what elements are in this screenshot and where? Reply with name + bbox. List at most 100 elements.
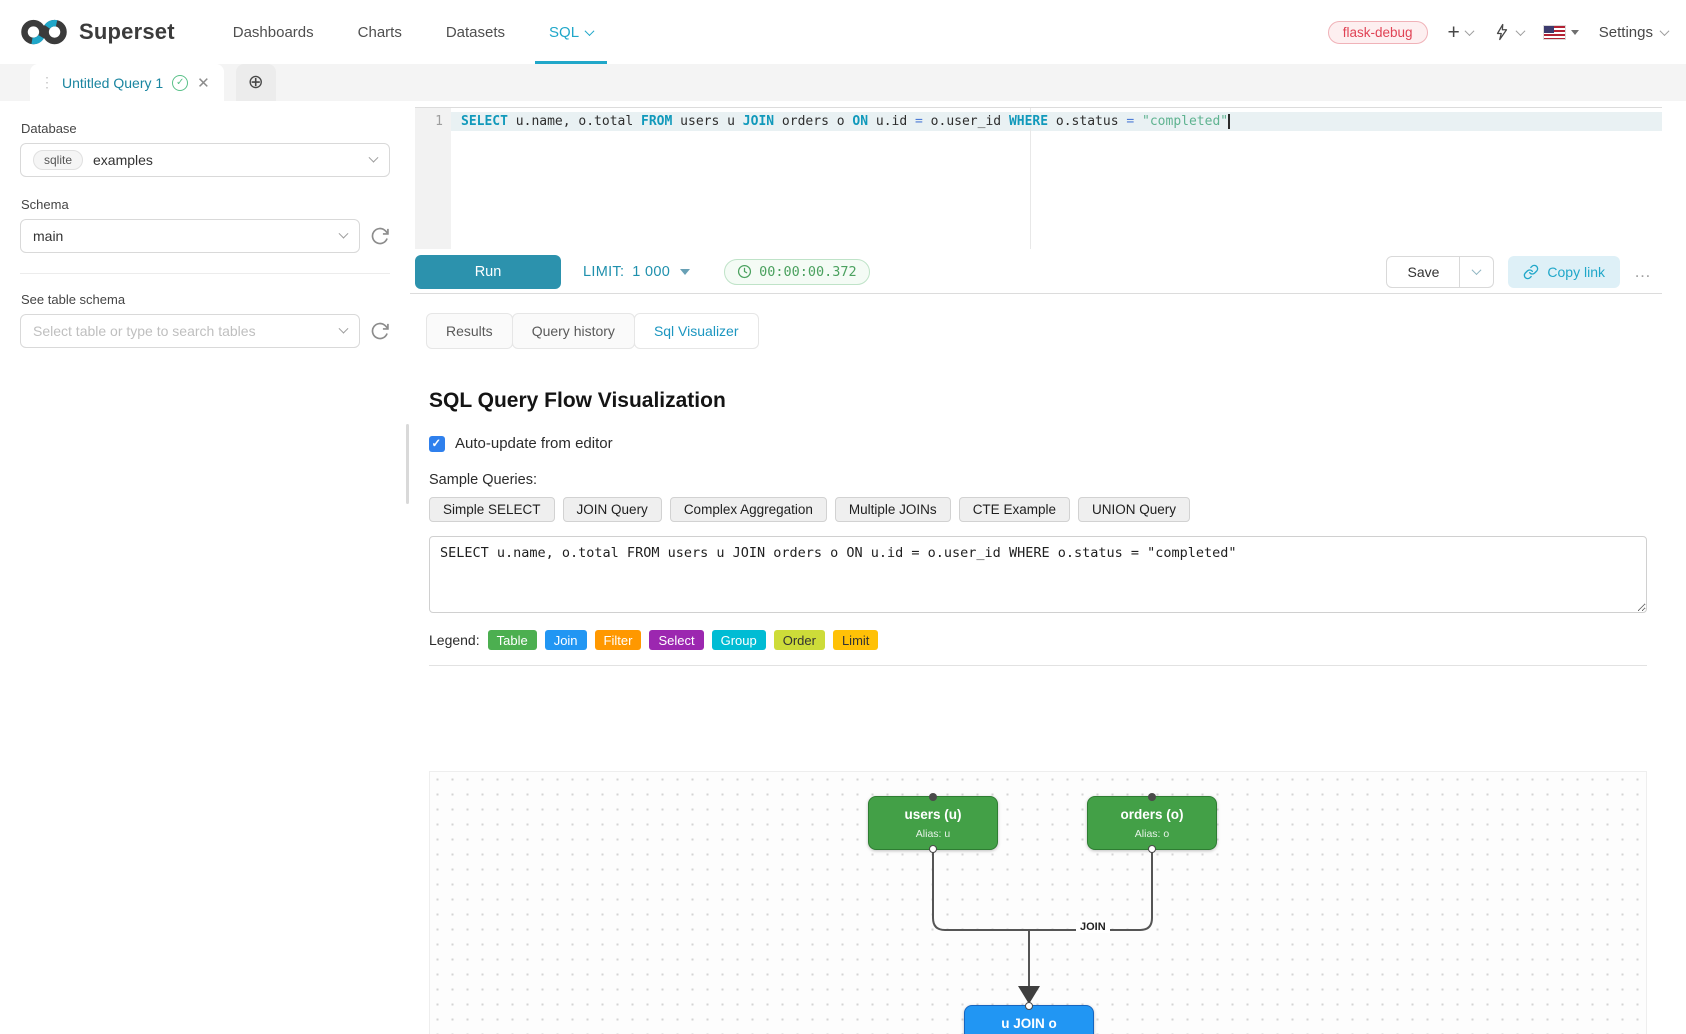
- chevron-down-icon: [1464, 25, 1475, 36]
- table-select[interactable]: Select table or type to search tables: [20, 314, 360, 348]
- nav-item-label: Datasets: [445, 23, 506, 41]
- schema-select[interactable]: main: [20, 219, 360, 253]
- section-divider: [429, 665, 1647, 666]
- tab-sql-visualizer[interactable]: Sql Visualizer: [633, 313, 759, 349]
- tab-results[interactable]: Results: [426, 313, 513, 349]
- nav-item-charts[interactable]: Charts: [344, 0, 416, 64]
- node-handle[interactable]: [1025, 1002, 1033, 1010]
- nav-item-sql[interactable]: SQL: [535, 0, 608, 64]
- chevron-down-icon: [338, 228, 349, 239]
- table-schema-label: See table schema: [21, 292, 126, 307]
- node-handle[interactable]: [1148, 793, 1156, 801]
- database-value: examples: [93, 152, 153, 168]
- schema-label: Schema: [21, 197, 69, 212]
- sql-visualizer-panel: SQL Query Flow Visualization Auto-update…: [410, 389, 1686, 1034]
- run-button[interactable]: Run: [415, 254, 561, 289]
- lightning-icon: [1496, 23, 1507, 41]
- settings-label: Settings: [1598, 23, 1653, 41]
- nav-item-label: SQL: [549, 23, 580, 41]
- limit-dropdown[interactable]: LIMIT: 1 000: [583, 264, 691, 280]
- timer-value: 00:00:00.372: [759, 263, 857, 280]
- navbar: Superset Dashboards Charts Datasets SQL fla…: [0, 0, 1686, 64]
- database-engine-badge: sqlite: [33, 150, 84, 170]
- drag-handle-icon[interactable]: ⋮: [40, 74, 54, 90]
- node-handle[interactable]: [1148, 845, 1156, 853]
- nav-item-datasets[interactable]: Datasets: [432, 0, 519, 64]
- sample-query-button-join-query[interactable]: JOIN Query: [562, 497, 662, 522]
- superset-logo-icon: [21, 19, 67, 45]
- pane-divider: [410, 293, 1662, 294]
- copy-link-button[interactable]: Copy link: [1508, 255, 1620, 288]
- legend-badge-order: Order: [773, 630, 825, 650]
- flow-node-orders[interactable]: orders (o) Alias: o: [1087, 793, 1217, 853]
- table-select-placeholder: Select table or type to search tables: [33, 323, 256, 339]
- query-timer: 00:00:00.372: [724, 258, 870, 285]
- navbar-right: flask-debug + Settings: [1327, 20, 1670, 44]
- chevron-down-icon: [1471, 265, 1482, 276]
- node-subtitle: Alias: u: [915, 828, 951, 840]
- editor-print-margin: [1030, 108, 1031, 249]
- add-query-tab-button[interactable]: ⊕: [235, 64, 276, 101]
- query-search-menu[interactable]: [1493, 23, 1526, 41]
- copy-link-label: Copy link: [1547, 263, 1605, 280]
- auto-update-label: Auto-update from editor: [455, 435, 613, 452]
- sql-input-textarea[interactable]: [429, 536, 1647, 613]
- superset-logo[interactable]: Superset: [18, 17, 175, 47]
- chevron-down-icon: [1515, 25, 1526, 36]
- environment-tag: flask-debug: [1327, 20, 1428, 44]
- caret-down-icon: [680, 268, 691, 275]
- sql-editor[interactable]: 1 SELECT u.name, o.total FROM users u JO…: [415, 107, 1662, 249]
- save-button[interactable]: Save: [1386, 255, 1461, 288]
- refresh-schema-icon[interactable]: [370, 226, 390, 246]
- legend-badge-limit: Limit: [832, 630, 879, 650]
- main-nav: Dashboards Charts Datasets SQL: [211, 0, 615, 64]
- line-number: 1: [435, 114, 443, 129]
- brand-name: Superset: [79, 19, 175, 44]
- sample-query-button-multiple-joins[interactable]: Multiple JOINs: [834, 497, 951, 522]
- chevron-down-icon: [368, 152, 379, 163]
- legend-badge-select: Select: [649, 630, 704, 650]
- tab-query-history[interactable]: Query history: [511, 313, 635, 349]
- new-item-menu[interactable]: +: [1448, 22, 1475, 43]
- flow-node-join[interactable]: u JOIN o ON u.id = o.user_id...: [964, 1002, 1094, 1034]
- nav-item-dashboards[interactable]: Dashboards: [219, 0, 328, 64]
- sample-query-button-union-query[interactable]: UNION Query: [1077, 497, 1190, 522]
- settings-menu[interactable]: Settings: [1598, 23, 1670, 41]
- sample-query-button-simple-select[interactable]: Simple SELECT: [429, 497, 555, 522]
- more-actions-button[interactable]: …: [1634, 261, 1652, 281]
- sql-editor-line[interactable]: SELECT u.name, o.total FROM users u JOIN…: [461, 114, 1231, 129]
- node-handle[interactable]: [929, 845, 937, 853]
- save-options-button[interactable]: [1460, 255, 1495, 288]
- legend-label: Legend:: [429, 632, 480, 648]
- sample-query-button-cte-example[interactable]: CTE Example: [958, 497, 1070, 522]
- flow-node-users[interactable]: users (u) Alias: u: [868, 793, 998, 853]
- edge-label-join: JOIN: [1076, 921, 1110, 933]
- close-tab-icon[interactable]: ✕: [197, 74, 210, 92]
- auto-update-checkbox[interactable]: [429, 435, 445, 452]
- database-select[interactable]: sqlite examples: [20, 143, 390, 177]
- sample-queries-label: Sample Queries:: [429, 472, 537, 488]
- sidebar-divider: [20, 273, 390, 274]
- refresh-tables-icon[interactable]: [370, 321, 390, 341]
- editor-gutter: 1: [415, 108, 451, 249]
- query-tab-strip: ⋮ Untitled Query 1 ✓ ✕ ⊕: [0, 64, 1686, 101]
- node-handle[interactable]: [929, 793, 937, 801]
- node-title: orders (o): [1120, 807, 1184, 822]
- node-title: u JOIN o: [1001, 1016, 1057, 1031]
- flow-canvas[interactable]: JOIN users (u) Alias: u orders (o) Alias…: [429, 771, 1647, 1034]
- chevron-down-icon: [1659, 25, 1670, 36]
- sidebar-resize-handle[interactable]: [406, 424, 409, 504]
- page-title: SQL Query Flow Visualization: [429, 389, 726, 412]
- query-tab[interactable]: ⋮ Untitled Query 1 ✓ ✕: [30, 64, 224, 101]
- language-picker[interactable]: [1542, 24, 1579, 40]
- nav-item-label: Charts: [357, 23, 402, 41]
- legend-badge-filter: Filter: [594, 630, 642, 650]
- sample-query-button-complex-aggregation[interactable]: Complex Aggregation: [669, 497, 827, 522]
- node-subtitle: Alias: o: [1134, 828, 1170, 840]
- flow-edges: [932, 850, 1153, 1004]
- editor-active-line: [451, 112, 1662, 131]
- legend-badge-join: Join: [544, 630, 587, 650]
- sample-query-buttons: Simple SELECT JOIN Query Complex Aggregati…: [429, 497, 1686, 522]
